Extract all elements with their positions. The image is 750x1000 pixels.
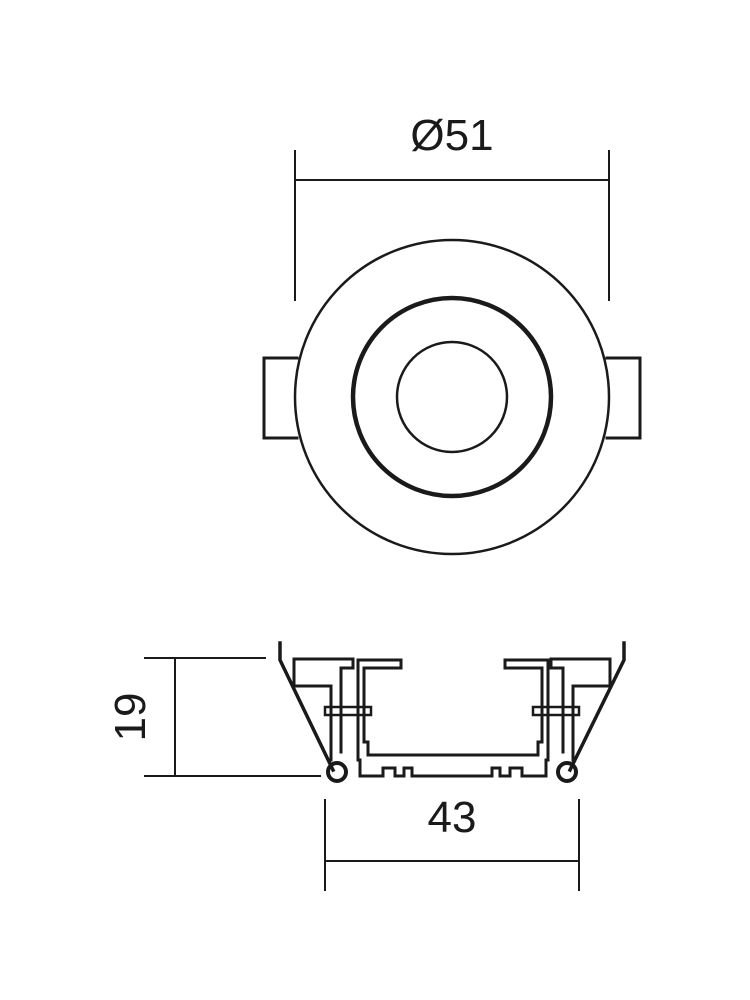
outer-trim-ring xyxy=(293,238,611,556)
right-pivot-pin xyxy=(531,705,581,717)
middle-ring xyxy=(350,295,554,499)
left-pivot-pin xyxy=(323,705,373,717)
left-spring-clip xyxy=(262,356,299,440)
top-view: Ø51 xyxy=(262,111,642,556)
right-spring-clip xyxy=(605,356,642,440)
right-housing-wall xyxy=(571,684,612,762)
right-housing-flange xyxy=(549,657,612,754)
heat-sink-base xyxy=(358,758,548,778)
left-pivot-roller xyxy=(326,761,348,783)
left-housing-flange xyxy=(292,657,355,754)
right-spring-arm xyxy=(567,641,626,773)
diameter-label: Ø51 xyxy=(410,111,493,160)
right-pivot-roller xyxy=(556,761,578,783)
side-view: 19 43 xyxy=(106,641,626,891)
lens-aperture xyxy=(395,340,509,454)
inner-reflector-body xyxy=(356,658,550,762)
width-label: 43 xyxy=(428,793,477,842)
left-spring-arm xyxy=(278,641,336,773)
height-label: 19 xyxy=(106,693,155,742)
left-housing-wall xyxy=(292,684,333,762)
